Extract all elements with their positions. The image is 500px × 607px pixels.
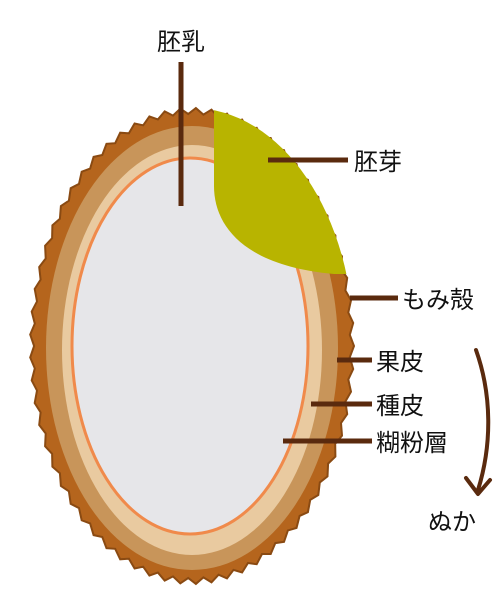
bran-arrow-curve	[474, 348, 491, 492]
label-embryo: 胚芽	[354, 148, 402, 176]
label-seed-coat: 種皮	[376, 392, 424, 420]
label-aleurone: 糊粉層	[376, 429, 448, 457]
bran-arrow-head	[464, 476, 492, 496]
leader-lines	[178, 62, 398, 444]
label-pericarp: 果皮	[376, 348, 424, 376]
endosperm-body	[70, 156, 310, 536]
label-husk: もみ殻	[402, 286, 474, 314]
label-bran: ぬか	[428, 508, 476, 536]
bran-arrow	[464, 348, 492, 496]
label-endosperm: 胚乳	[157, 28, 205, 56]
